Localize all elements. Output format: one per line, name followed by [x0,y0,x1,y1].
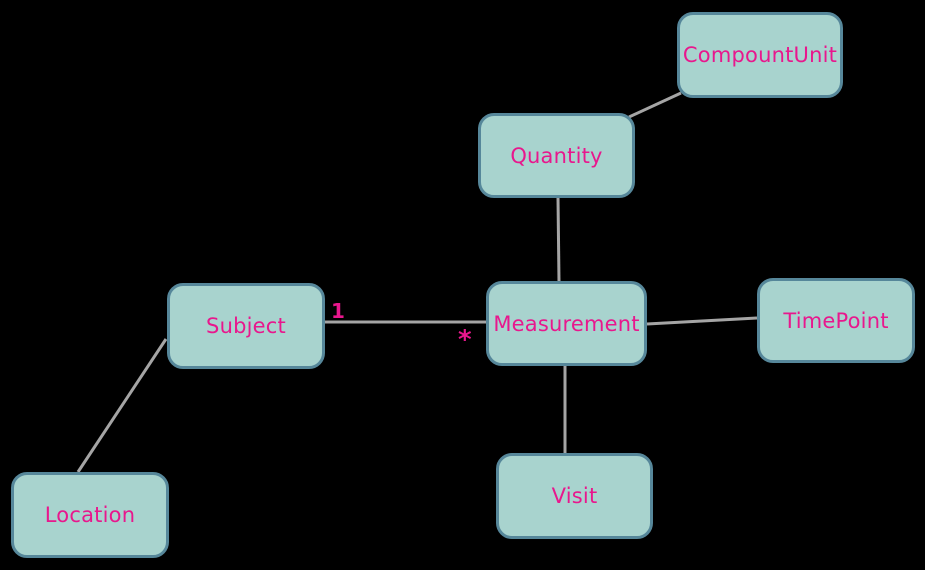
edge-compountunit-quantity [628,91,682,119]
multiplicity-many-label: * [458,325,472,355]
node-location-label: Location [44,503,136,527]
node-measurement-label: Measurement [493,311,640,336]
node-compount-unit[interactable]: CompountUnit [677,12,843,98]
node-subject-label: Subject [206,314,286,338]
multiplicity-one-label: 1 [331,299,345,323]
node-subject[interactable]: Subject [167,283,325,369]
node-quantity-label: Quantity [510,143,603,168]
node-location[interactable]: Location [11,472,169,558]
edge-quantity-measurement [556,197,561,282]
node-quantity[interactable]: Quantity [478,113,635,198]
edge-subject-location [76,338,168,473]
node-visit[interactable]: Visit [496,453,653,539]
node-time-point[interactable]: TimePoint [757,278,915,363]
node-measurement[interactable]: Measurement [486,281,647,366]
node-compount-unit-label: CompountUnit [682,43,838,67]
node-time-point-label: TimePoint [783,308,889,333]
node-visit-label: Visit [551,484,598,508]
edge-measurement-timepoint [646,316,758,326]
